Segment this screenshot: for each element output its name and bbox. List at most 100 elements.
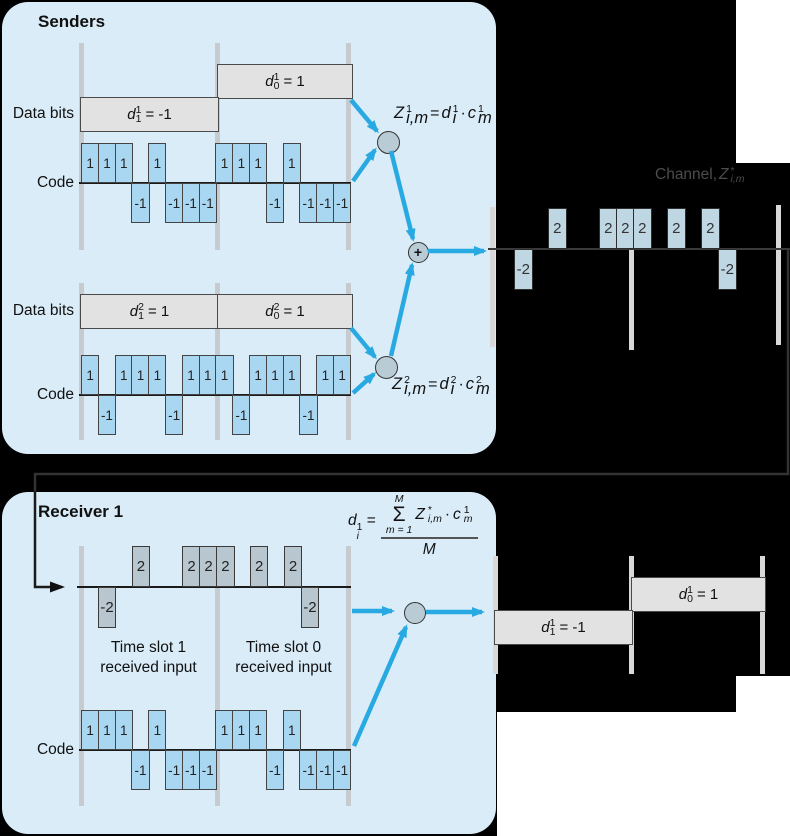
chip-bar: 1: [232, 143, 251, 183]
d-symbol: d: [541, 619, 550, 636]
output-slot-line: [759, 556, 765, 674]
d-symbol: d: [265, 303, 274, 320]
sender1-data-bits-label: Data bits: [12, 105, 74, 122]
chip-bar: -1: [198, 183, 217, 223]
chip-bar: 2: [701, 208, 720, 249]
d-symbol: d: [678, 586, 688, 603]
summation: M Σ m = 1: [385, 493, 413, 536]
chip-bar: -1: [299, 750, 318, 790]
chip-bar: -1: [181, 183, 201, 223]
adder-circle: +: [407, 241, 429, 263]
chip-bar: -2: [514, 249, 533, 290]
senders-title: Senders: [38, 12, 106, 31]
channel-slot-line: [628, 249, 634, 350]
chip-bar: 1: [316, 355, 335, 395]
chip-bar: 1: [265, 355, 285, 395]
chip-bar: 1: [114, 143, 133, 183]
chip-bar: 1: [282, 710, 301, 750]
chip-bar: 1: [249, 143, 268, 183]
chip-bar: 1: [148, 355, 167, 395]
chip-bar: 1: [282, 355, 301, 395]
chip-bar: 1: [198, 355, 217, 395]
chip-bar: 1: [215, 710, 234, 750]
chip-bar: -1: [165, 183, 184, 223]
chip-bar: -1: [165, 395, 184, 435]
chip-bar: -1: [181, 750, 201, 790]
chip-bar: -1: [165, 750, 184, 790]
chip-bar: 1: [333, 355, 352, 395]
receiver-code-label: Code: [36, 741, 74, 758]
chip-bar: -1: [198, 750, 217, 790]
chip-bar: 1: [215, 355, 234, 395]
sender1-code-label: Code: [36, 174, 74, 191]
chip-bar: 2: [633, 208, 652, 249]
chip-bar: -2: [718, 249, 737, 290]
sender2-data-bits-label: Data bits: [12, 302, 74, 319]
chip-bar: -1: [265, 183, 285, 223]
chip-bar: 2: [599, 208, 618, 249]
chip-bar: -1: [316, 750, 335, 790]
chip-bar: 1: [97, 143, 117, 183]
chip-bar: -1: [265, 750, 285, 790]
channel-slot-line: [489, 207, 495, 347]
chip-bar: -1: [97, 395, 117, 435]
chip-bar: 1: [148, 143, 167, 183]
sender2-multiplier-circle: [374, 355, 398, 379]
chip-bar: 2: [616, 208, 635, 249]
white-patch-bottom-right-upper: [736, 676, 790, 712]
chip-bar: -2: [97, 587, 117, 628]
chip-bar: 2: [548, 208, 567, 249]
chip-bar: 2: [667, 208, 686, 249]
d-symbol: d: [265, 73, 274, 90]
chip-bar: -1: [131, 750, 150, 790]
channel-baseline: [488, 248, 790, 250]
chip-bar: 1: [232, 710, 251, 750]
chip-bar: 1: [81, 143, 100, 183]
channel-slot-line: [775, 205, 781, 345]
chip-bar: -2: [300, 587, 320, 628]
received-baseline: [77, 586, 351, 588]
chip-bar: -1: [131, 183, 150, 223]
chip-bar: 1: [114, 710, 133, 750]
d-symbol: d: [129, 303, 139, 320]
chip-bar: 2: [131, 546, 151, 587]
chip-bar: 1: [97, 710, 117, 750]
chip-bar: -1: [333, 750, 352, 790]
slot-line: [214, 546, 220, 806]
channel-label: Channel, Z*i,m: [655, 164, 745, 185]
fraction-bar: [380, 537, 478, 539]
d-symbol: d: [127, 106, 136, 123]
receiver-title: Receiver 1: [38, 502, 124, 521]
chip-bar: 1: [114, 355, 133, 395]
chip-bar: 2: [216, 546, 235, 587]
chip-bar: 2: [182, 546, 201, 587]
chip-bar: 1: [282, 143, 301, 183]
chip-bar: 1: [131, 355, 150, 395]
sender1-multiplier-circle: [376, 130, 400, 154]
sender2-code-label: Code: [36, 386, 74, 403]
chip-bar: -1: [299, 183, 318, 223]
slot-line: [346, 43, 351, 250]
chip-bar: 1: [81, 355, 100, 395]
chip-bar: -1: [333, 183, 352, 223]
chip-bar: 1: [249, 355, 268, 395]
chip-bar: 2: [199, 546, 218, 587]
chip-bar: 1: [81, 710, 100, 750]
receiver-panel: [2, 492, 496, 834]
white-patch-bottom-right: [497, 712, 790, 836]
receiver-multiplier-circle: [404, 602, 426, 624]
chip-bar: 2: [283, 546, 303, 587]
slot1-caption: Time slot 1 received input: [100, 639, 197, 676]
